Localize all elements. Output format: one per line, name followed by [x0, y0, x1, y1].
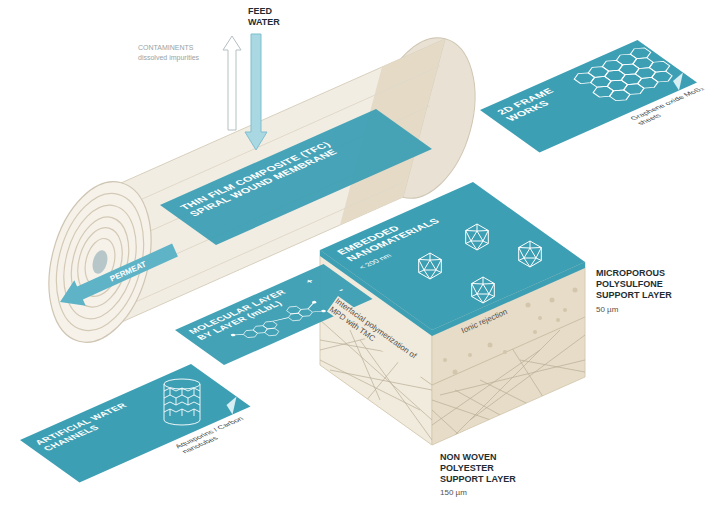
nanotube-icon	[164, 384, 200, 425]
card-text: MOLECULAR LAYER BY LAYER (mLbL)	[186, 284, 306, 342]
pores	[443, 358, 447, 362]
card-text: THIN FILM COMPOSITE (TFC) SPIRAL WOUND M…	[178, 129, 367, 218]
pores	[503, 350, 507, 354]
pores	[533, 330, 537, 334]
channels-card	[20, 364, 251, 483]
card-text: Graphene oxide MoS₂ sheets	[629, 85, 709, 127]
card-text: 2D FRAME WORKS	[495, 78, 585, 123]
callout-label: NON WOVEN POLYESTER SUPPORT LAYER	[440, 452, 530, 484]
frameworks-card	[480, 40, 697, 153]
graphene-lattice	[606, 88, 633, 103]
graphene-lattice	[620, 81, 647, 96]
permeate-arrow	[60, 244, 178, 306]
nanoparticle-icons	[466, 224, 489, 250]
fibers	[432, 330, 585, 445]
pores	[538, 316, 542, 320]
fibers	[432, 330, 585, 445]
callout-label: Ionic rejection	[460, 307, 509, 336]
page-curl	[219, 397, 251, 415]
callout-label: 50 µm	[596, 305, 618, 315]
callout-label: Interfacial polymerization of MPD with T…	[327, 296, 431, 378]
card-panel: EMBEDDED NANOMATERIALS< 200 nm	[320, 182, 585, 330]
callout-label: dissolved impurities	[138, 54, 199, 62]
nanotube-icon	[170, 388, 194, 416]
atoms	[311, 300, 317, 304]
membrane-roll	[42, 184, 157, 340]
frameworks-card	[480, 40, 697, 153]
pores	[573, 288, 578, 293]
atoms	[230, 333, 236, 337]
nanoparticle-icons	[419, 253, 442, 279]
nanoparticle-icons	[419, 224, 542, 303]
membrane-roll	[90, 249, 110, 276]
nanoparticle-icons	[519, 241, 542, 267]
card-text: EMBEDDED NANOMATERIALS	[335, 202, 461, 263]
callout-label: FEED WATER	[248, 6, 292, 28]
card-panel: 2D FRAME WORKS Graphene oxide MoS₂ sheets	[480, 40, 709, 166]
card-text: Aquaporins / Carbon nanotubes	[173, 413, 258, 455]
pores	[468, 353, 472, 357]
graphene-lattice	[571, 46, 682, 106]
pores	[550, 298, 555, 303]
contaminant-arrow	[223, 36, 241, 130]
callout-label: 150 µm	[440, 488, 467, 498]
callout-label: MICROPOROUS POLYSULFONE SUPPORT LAYER	[596, 268, 696, 300]
card-panel: ARTIFICIAL WATER CHANNELS Aquaporins / Ca…	[20, 364, 269, 496]
pores	[453, 370, 458, 375]
pores	[556, 318, 560, 322]
nanoparticle-icons	[472, 277, 495, 303]
membrane-roll	[42, 184, 157, 340]
channels-card	[20, 364, 251, 483]
nanotube-icon	[164, 379, 200, 425]
callout-label: -	[334, 285, 348, 294]
graphene-lattice	[635, 75, 662, 90]
callout-label: +	[303, 277, 317, 285]
callout-label: CONTAMINENTS	[138, 44, 193, 52]
nanotube-icon	[164, 402, 200, 405]
molecule-chain	[262, 327, 281, 338]
pores	[563, 308, 567, 312]
molecule-chain	[284, 305, 303, 316]
molecule-chain	[241, 328, 260, 339]
nanotube-icon	[164, 395, 200, 398]
nanomaterials-card	[320, 182, 585, 330]
card-text: ARTIFICIAL WATER CHANNELS	[33, 396, 151, 453]
pores	[488, 343, 493, 348]
feed-arrow	[245, 34, 267, 150]
callout-label: PERMEAT	[108, 260, 147, 284]
graphene-lattice	[649, 69, 676, 84]
pores	[526, 303, 531, 308]
